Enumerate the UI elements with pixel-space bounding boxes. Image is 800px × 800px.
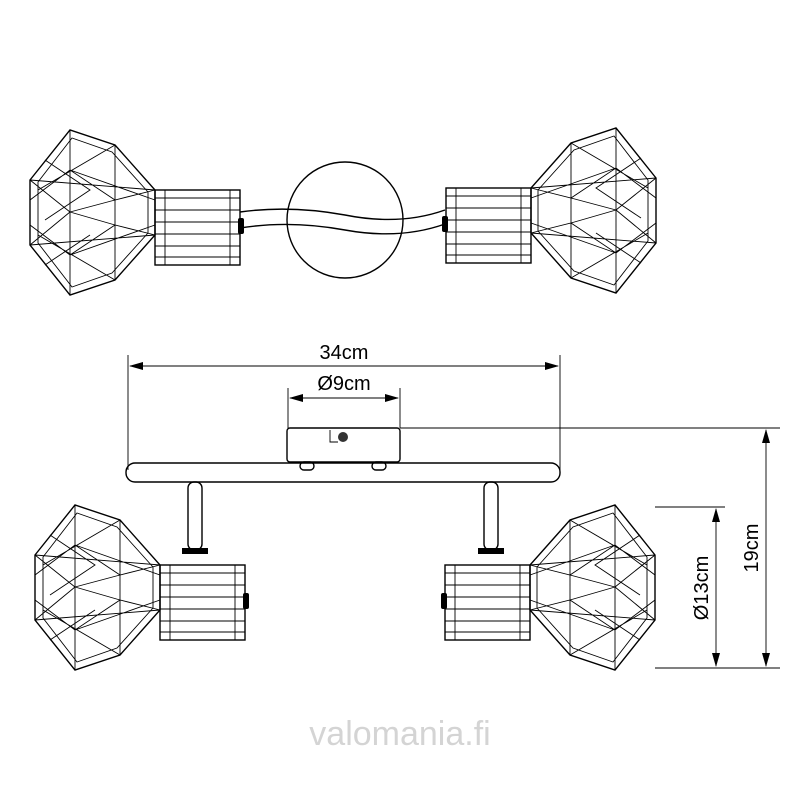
canopy-diameter-label: Ø9cm — [317, 373, 370, 395]
width-label: 34cm — [320, 342, 369, 364]
top-view — [29, 127, 657, 296]
left-shade — [34, 504, 250, 671]
canopy-top — [286, 161, 404, 279]
height-label: 19cm — [741, 524, 763, 573]
right-stem — [483, 481, 499, 551]
front-view — [34, 427, 656, 671]
right-shade-top — [441, 127, 657, 294]
canopy — [286, 427, 401, 463]
left-stem — [187, 481, 203, 551]
right-shade — [440, 504, 656, 671]
bar — [125, 462, 561, 483]
dimension-lines — [127, 355, 780, 669]
shade-diameter-label: Ø13cm — [691, 556, 713, 620]
left-shade-top — [29, 129, 245, 296]
watermark: valomania.fi — [309, 715, 490, 753]
